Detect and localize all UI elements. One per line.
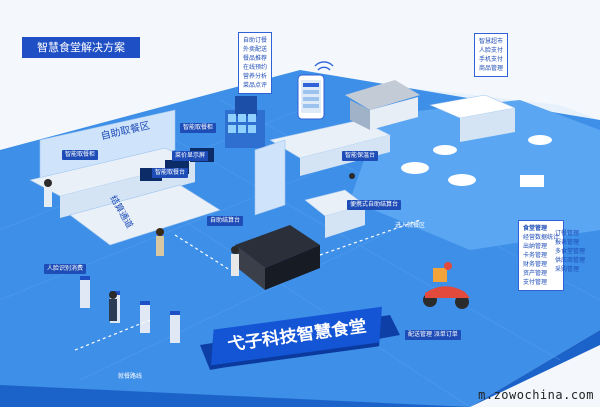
menu-item: 外卖配送 xyxy=(243,46,268,53)
watermark: m.zowochina.com xyxy=(478,388,594,402)
menu-item: 营养分析 xyxy=(243,73,268,80)
menu-item: 财务管理 xyxy=(523,261,548,268)
market-hut-roof xyxy=(345,80,420,110)
menu-item: 采购管理 xyxy=(555,266,580,273)
people xyxy=(44,173,355,321)
menu-item: 商品管理 xyxy=(479,65,504,72)
label-dining-route: 就餐路线 xyxy=(118,373,143,380)
menu-item: 支付管理 xyxy=(523,279,548,286)
food-counter xyxy=(69,184,221,246)
label-face-pay-checkout: 自助结算台 xyxy=(207,216,244,226)
label-face-recognition: 人脸识别消费 xyxy=(44,264,87,274)
checkout-island xyxy=(235,225,320,268)
menu-item: 订餐管理 xyxy=(555,230,580,237)
menu-item: 多食堂管理 xyxy=(555,248,586,255)
menu-item: 手机支付 xyxy=(479,56,504,63)
label-vegetable-weighing: 菜价显示屏 xyxy=(172,151,209,161)
phone-icon xyxy=(297,74,325,120)
menu-item: 菜品点评 xyxy=(243,82,268,89)
self-serve-wall xyxy=(39,109,176,181)
market-hut-front xyxy=(370,97,418,130)
menu-item: 经营数据统计 xyxy=(523,234,560,241)
smart-cabinet-2 xyxy=(235,96,257,116)
label-self-pickup-table: 智能取餐台 xyxy=(152,168,189,178)
checkout-island-front xyxy=(265,245,320,290)
menu-item: 智慧超市 xyxy=(479,38,504,45)
delivery-scooter-icon xyxy=(423,262,470,309)
menu-supermarket: 智慧超市 人脸支付 手机支付 商品管理 xyxy=(474,33,509,77)
menu-management-col2: 订餐管理 报表管理 多食堂管理 供应商管理 采购管理 xyxy=(555,229,585,274)
menu-item: 资产管理 xyxy=(523,270,548,277)
partition-wall xyxy=(254,139,286,216)
menu-item: 报表管理 xyxy=(555,239,580,246)
market-hut-body xyxy=(350,100,370,130)
menu-title: 食堂管理 xyxy=(523,225,548,232)
menu-item: 在线预约 xyxy=(243,64,268,71)
menu-item: 供应商管理 xyxy=(555,257,586,264)
dining-route-arrows xyxy=(74,219,421,351)
menu-ordering-features: 自助订餐 外卖配送 餐品推荐 在线预约 营养分析 菜品点评 xyxy=(238,32,273,94)
label-smart-display-cabinet: 智能取餐柜 xyxy=(180,123,217,133)
label-selfservice-terminal: 便携式自助结算台 xyxy=(347,200,402,210)
label-smart-dish-cabinet: 智能取餐柜 xyxy=(62,150,99,160)
supermarket-front xyxy=(460,108,515,142)
menu-item: 出纳管理 xyxy=(523,243,548,250)
wifi-icon xyxy=(314,61,334,71)
label-delivery-service: 配送管理 派单订单 xyxy=(405,330,461,340)
menu-item: 餐品推荐 xyxy=(243,55,268,62)
menu-item: 人脸支付 xyxy=(479,47,504,54)
menu-management: 食堂管理 经营数据统计 出纳管理 卡务管理 财务管理 资产管理 支付管理 xyxy=(518,220,565,291)
page-title: 智慧食堂解决方案 xyxy=(22,37,140,58)
right-checkout-pod-front xyxy=(325,205,365,238)
cabinet-doors xyxy=(228,114,256,133)
floor-front-edge xyxy=(0,330,600,407)
menu-item: 自助订餐 xyxy=(243,37,268,44)
label-enter-dining: 进入就餐区 xyxy=(395,222,426,229)
dining-tables xyxy=(401,135,552,187)
checkout-island-side xyxy=(235,245,265,290)
menu-item: 卡务管理 xyxy=(523,252,548,259)
label-buffet-checkout: 智能保温台 xyxy=(342,151,379,161)
